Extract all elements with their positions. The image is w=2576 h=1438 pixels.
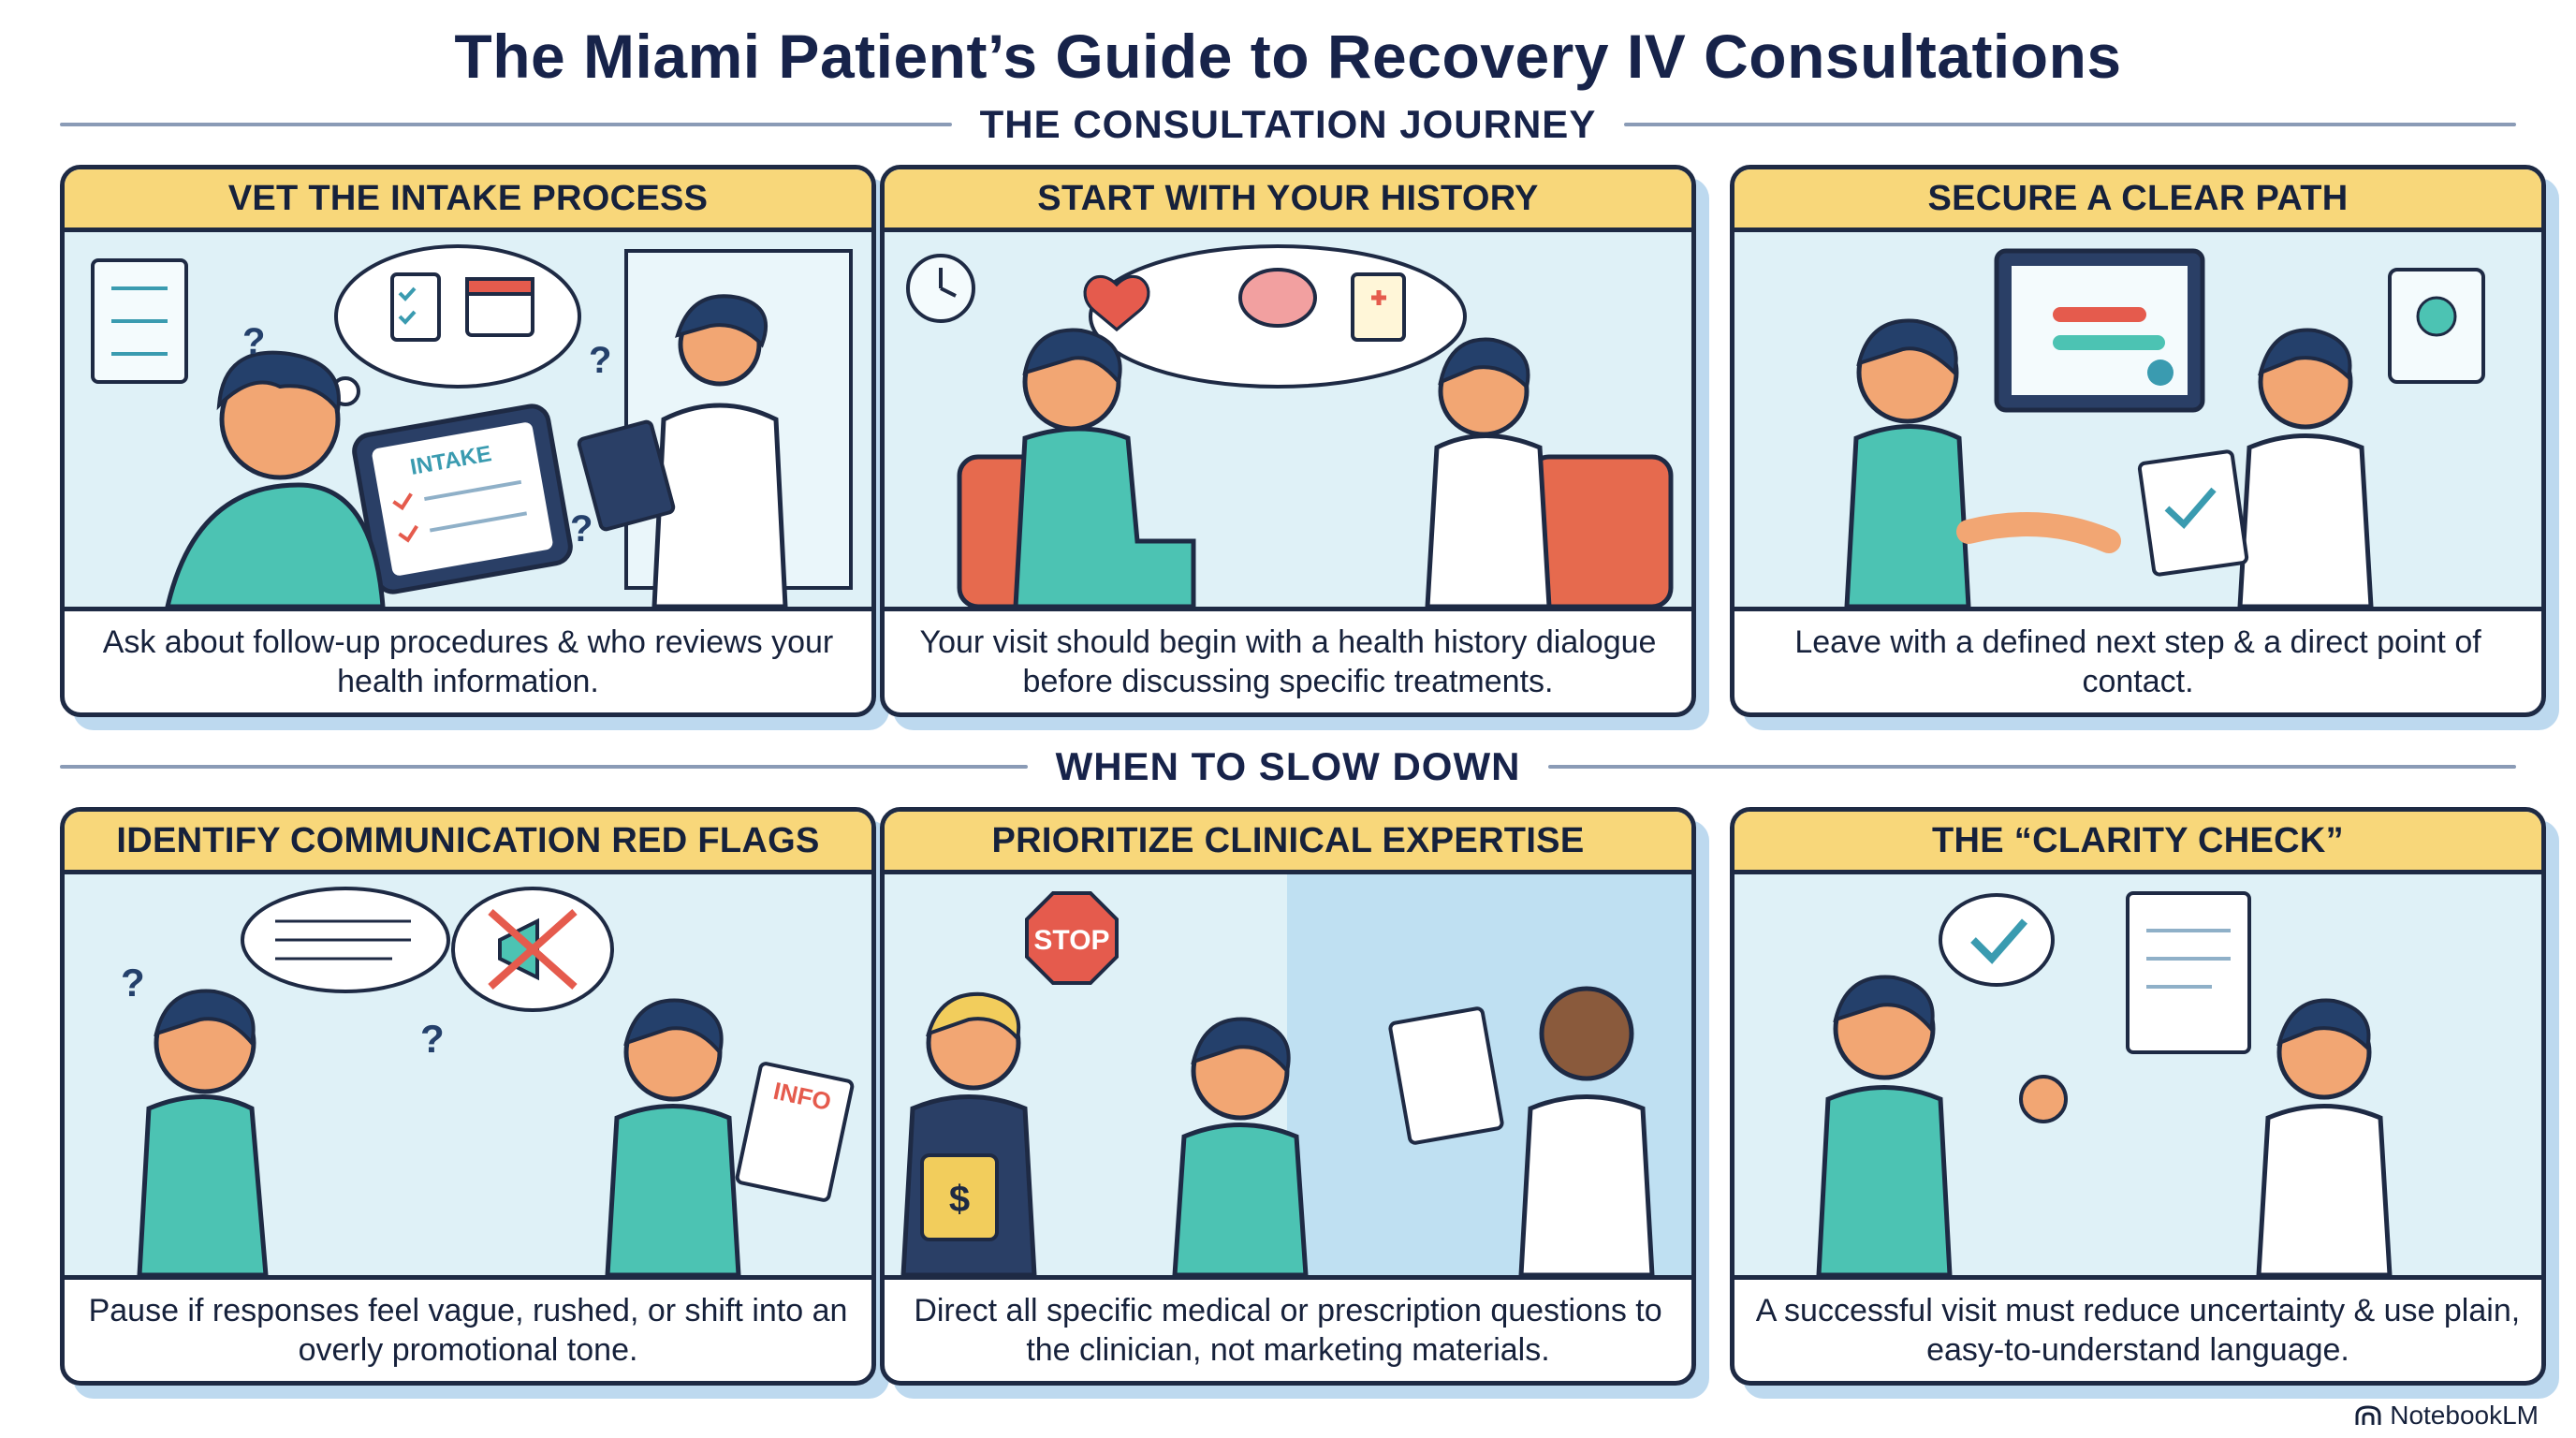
thought-bubble xyxy=(313,244,581,424)
card-clinical-expertise: PRIORITIZE CLINICAL EXPERTISE STOP $ Dir… xyxy=(880,807,1696,1386)
illustration-clear-path xyxy=(1734,232,2541,611)
card-caption: Leave with a defined next step & a direc… xyxy=(1794,624,2481,699)
section-label: WHEN TO SLOW DOWN xyxy=(1055,744,1521,788)
speech-bubble xyxy=(241,887,450,993)
illustration-clinical-expertise: STOP $ xyxy=(885,874,1691,1280)
divider xyxy=(1548,765,2516,769)
card-clear-path: SECURE A CLEAR PATH Leave with a defined… xyxy=(1730,165,2546,717)
card-red-flags: IDENTIFY COMMUNICATION RED FLAGS INFO ? xyxy=(60,807,876,1386)
svg-text:?: ? xyxy=(570,508,593,550)
checkmark-icon xyxy=(1970,918,2028,964)
notebooklm-logo-icon xyxy=(2355,1405,2381,1425)
card-heading: THE “CLARITY CHECK” xyxy=(1734,812,2541,874)
svg-text:?: ? xyxy=(242,321,265,362)
card-history: START WITH YOUR HISTORY Your visit shoul… xyxy=(880,165,1696,717)
illustration-clarity-check xyxy=(1734,874,2541,1280)
page-title: The Miami Patient’s Guide to Recovery IV… xyxy=(454,22,2122,91)
card-caption: Ask about follow-up procedures & who rev… xyxy=(102,624,834,699)
card-heading: IDENTIFY COMMUNICATION RED FLAGS xyxy=(65,812,871,874)
clipboard-icon xyxy=(1388,1006,1504,1145)
brain-icon xyxy=(1238,268,1317,328)
divider xyxy=(1624,123,2516,126)
card-caption: A successful visit must reduce uncertain… xyxy=(1755,1293,2521,1368)
illustration-history xyxy=(885,232,1691,611)
stop-sign-icon xyxy=(1025,891,1119,985)
speech-bubble xyxy=(1083,244,1467,389)
notebooklm-logo: NotebookLM xyxy=(2354,1401,2539,1431)
heart-icon xyxy=(1083,274,1150,332)
document-icon xyxy=(2126,891,2251,1054)
clipboard-icon xyxy=(1351,272,1406,342)
card-heading: SECURE A CLEAR PATH xyxy=(1734,169,2541,232)
svg-text:?: ? xyxy=(121,961,145,1005)
checkmark-icon xyxy=(2147,360,2174,386)
card-heading: START WITH YOUR HISTORY xyxy=(885,169,1691,232)
card-clarity-check: THE “CLARITY CHECK” A successful visit m… xyxy=(1730,807,2546,1386)
card-heading: VET THE INTAKE PROCESS xyxy=(65,169,871,232)
megaphone-icon xyxy=(498,917,539,981)
svg-text:STOP: STOP xyxy=(1033,925,1109,956)
svg-text:?: ? xyxy=(589,340,611,381)
svg-text:$: $ xyxy=(949,1179,970,1220)
card-heading: PRIORITIZE CLINICAL EXPERTISE xyxy=(885,812,1691,874)
divider xyxy=(60,765,1028,769)
section-header-slow-down: WHEN TO SLOW DOWN xyxy=(60,743,2516,790)
illustration-red-flags: INFO ? ? xyxy=(65,874,871,1280)
card-caption: Direct all specific medical or prescript… xyxy=(914,1293,1662,1368)
card-vet-intake: VET THE INTAKE PROCESS INTAKE xyxy=(60,165,876,717)
svg-text:?: ? xyxy=(420,1017,445,1061)
section-label: THE CONSULTATION JOURNEY xyxy=(979,102,1597,146)
divider xyxy=(60,123,952,126)
clipboard-icon xyxy=(390,272,441,342)
brand-label: NotebookLM xyxy=(2390,1401,2539,1430)
illustration-intake: INTAKE ? ? ? xyxy=(65,232,871,611)
section-header-journey: THE CONSULTATION JOURNEY xyxy=(60,101,2516,148)
card-caption: Your visit should begin with a health hi… xyxy=(919,624,1657,699)
card-caption: Pause if responses feel vague, rushed, o… xyxy=(88,1293,848,1368)
